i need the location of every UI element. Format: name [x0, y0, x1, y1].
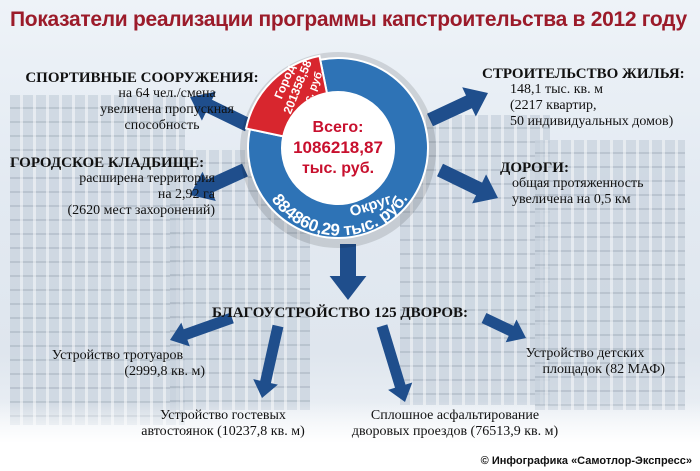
housing-block: СТРОИТЕЛЬСТВО ЖИЛЬЯ: 148,1 тыс. кв. м (2… [482, 66, 692, 130]
guest-parking-block: Устройство гостевых автостоянок (10237,8… [108, 408, 338, 440]
background-building [10, 95, 185, 425]
sidewalks-block: Устройство тротуаров (2999,8 кв. м) [30, 348, 205, 380]
yards-heading: БЛАГОУСТРОЙСТВО 125 ДВОРОВ: [212, 305, 469, 321]
roads-line: общая протяженность [512, 176, 644, 191]
cemetery-line: на 2,92 га [157, 187, 215, 202]
arrow-to-yards [329, 244, 367, 300]
arrow-to-playgrounds [481, 313, 526, 343]
arrows [170, 87, 526, 402]
housing-line: 148,1 тыс. кв. м [510, 82, 604, 97]
budget-donut: Всего: 1086218,87 тыс. руб. Город 201358… [240, 52, 436, 248]
playgrounds-block: Устройство детских площадок (82 МАФ) [505, 346, 665, 378]
sport-facilities-line: на 64 чел./смена [118, 86, 216, 101]
arrow-to-asphalt [376, 324, 413, 402]
sport-facilities-line: увеличена пропускная [100, 102, 234, 117]
cemetery-heading: ГОРОДСКОЕ КЛАДБИЩЕ: [10, 155, 205, 171]
total-label: Всего: [313, 119, 364, 136]
page-title: Показатели реализации программы капстрои… [10, 8, 687, 31]
guest-parking-line: Устройство гостевых [160, 408, 286, 423]
housing-line: (2217 квартир, [510, 98, 597, 113]
roads-line: увеличена на 0,5 км [512, 192, 631, 207]
arrow-to-sport [190, 91, 251, 132]
snow-ground [0, 401, 700, 471]
sidewalks-line: (2999,8 кв. м) [124, 364, 205, 379]
sidewalks-line: Устройство тротуаров [51, 348, 184, 363]
yards-block: БЛАГОУСТРОЙСТВО 125 ДВОРОВ: [212, 305, 468, 321]
total-value: 1086218,87 [293, 138, 383, 157]
credit-line: © Инфографика «Самотлор-Экспресс» [480, 455, 692, 467]
cemetery-block: ГОРОДСКОЕ КЛАДБИЩЕ: расширена территория… [10, 155, 215, 219]
roads-block: ДОРОГИ: общая протяженность увеличена на… [500, 160, 690, 208]
asphalt-line: дворовых проездов (76513,9 кв. м) [351, 424, 559, 439]
playgrounds-line: Устройство детских [525, 346, 645, 361]
sport-facilities-block: СПОРТИВНЫЕ СООРУЖЕНИЯ: на 64 чел./смена … [22, 70, 262, 134]
asphalt-line: Сплошное асфальтирование [370, 408, 540, 423]
sport-facilities-line: способность [124, 118, 200, 133]
cemetery-line: (2620 мест захоронений) [67, 203, 215, 218]
cemetery-line: расширена территория [79, 171, 215, 186]
total-unit: тыс. руб. [302, 160, 374, 177]
arrow-to-guest-parking [253, 324, 284, 398]
playgrounds-line: площадок (82 МАФ) [542, 362, 665, 377]
guest-parking-line: автостоянок (10237,8 кв. м) [141, 424, 305, 439]
sport-facilities-heading: СПОРТИВНЫЕ СООРУЖЕНИЯ: [25, 70, 259, 86]
arrow-to-housing [427, 87, 488, 127]
asphalt-block: Сплошное асфальтирование дворовых проезд… [330, 408, 580, 440]
donut-center [282, 92, 394, 204]
arrow-to-roads [437, 163, 498, 204]
background-building [400, 115, 550, 405]
background-building [535, 140, 685, 410]
housing-line: 50 индивидуальных домов) [510, 114, 674, 129]
roads-heading: ДОРОГИ: [500, 160, 569, 176]
arrow-to-sidewalks [170, 312, 234, 347]
arrow-to-cemetery [190, 163, 248, 201]
housing-heading: СТРОИТЕЛЬСТВО ЖИЛЬЯ: [482, 66, 685, 82]
